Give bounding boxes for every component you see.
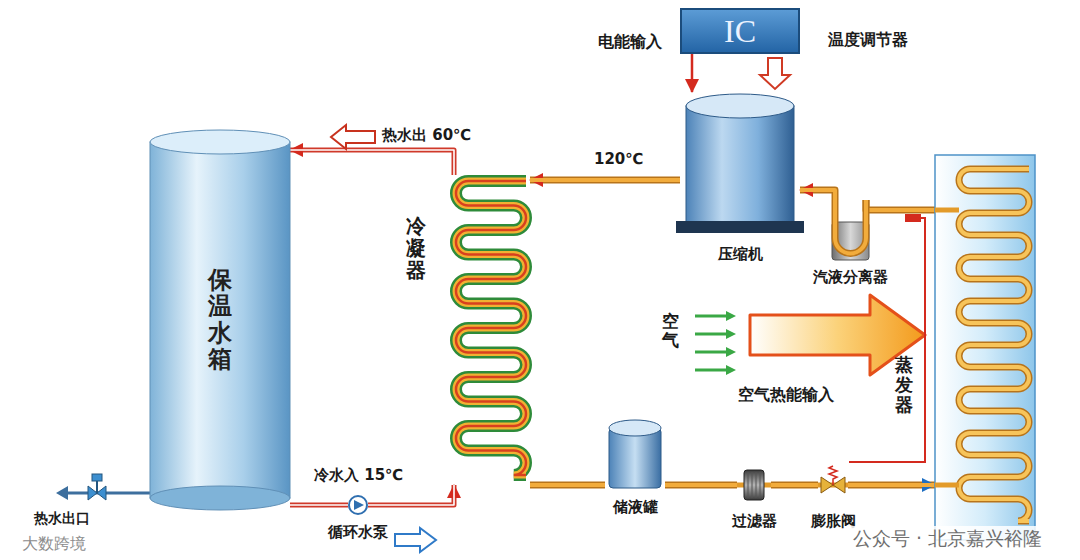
air-flow-arrows <box>695 311 736 375</box>
node-text: 膨胀阀 <box>811 512 856 531</box>
liquid-receiver-shape <box>605 418 665 490</box>
watermark: 公众号 · 北京嘉兴裕隆 <box>850 526 1045 552</box>
outlet-valve <box>56 474 150 500</box>
filter: 过滤器 <box>737 466 771 504</box>
node-text: IC <box>682 10 798 52</box>
pipe-connector <box>848 484 935 485</box>
pipe-connector <box>692 54 693 92</box>
edge-label: 冷水入 15℃ <box>312 466 405 485</box>
pipe-connector <box>665 484 737 485</box>
expansion-valve-shape <box>818 466 848 504</box>
part-label: 空气 <box>662 312 679 349</box>
liquid-receiver: 储液罐 <box>605 418 665 490</box>
pipe-connector <box>290 150 454 175</box>
pipe-connector <box>290 505 348 506</box>
power-arrow <box>760 58 790 89</box>
node-text: 压缩机 <box>718 245 763 264</box>
compressor-shape <box>680 92 800 237</box>
watermark: 大数跨境 <box>22 534 86 555</box>
pump-flow-arrow <box>395 528 436 552</box>
gas-liquid-separator: 汽液分离器 <box>828 200 872 260</box>
evaporator-coil: 蒸发器 <box>935 155 1035 540</box>
condenser-coil-shape <box>450 175 530 485</box>
part-label: 空气热能输入 <box>738 385 834 406</box>
gas-liquid-separator-shape <box>828 200 872 260</box>
compressor: 压缩机 <box>680 92 800 237</box>
part-label: 热水出口 <box>34 510 90 528</box>
insulated-tank: 保温水箱 <box>150 130 290 510</box>
controller-box: IC <box>680 8 800 54</box>
node-text: 冷凝器 <box>406 215 426 281</box>
evaporator-coil-shape <box>935 155 1035 540</box>
node-text: 蒸发器 <box>895 355 913 414</box>
pipe-connector <box>800 190 835 200</box>
edge-label: 120℃ <box>592 150 645 168</box>
pipe-connector <box>866 200 935 210</box>
edge-label: 热水出 60℃ <box>380 126 473 145</box>
pipe-connector <box>771 485 818 486</box>
node-text: 保温水箱 <box>208 267 232 373</box>
pipe-connector <box>530 179 680 180</box>
pipe-connector <box>530 484 605 485</box>
part-label: 电能输入 <box>598 32 662 53</box>
part-label: 温度调节器 <box>828 30 908 51</box>
pipe-connector <box>368 485 454 505</box>
filter-shape <box>737 466 771 504</box>
node-text: 过滤器 <box>732 512 777 531</box>
expansion-valve: 膨胀阀 <box>818 466 848 504</box>
circulation-pump: 循环水泵 <box>348 495 368 515</box>
circulation-pump-shape <box>348 495 368 515</box>
hot-water-arrow <box>331 125 375 149</box>
node-text: 循环水泵 <box>328 523 388 542</box>
node-text: 储液罐 <box>613 498 658 517</box>
node-text: 汽液分离器 <box>813 268 888 287</box>
condenser-coil: 冷凝器 <box>450 175 530 485</box>
